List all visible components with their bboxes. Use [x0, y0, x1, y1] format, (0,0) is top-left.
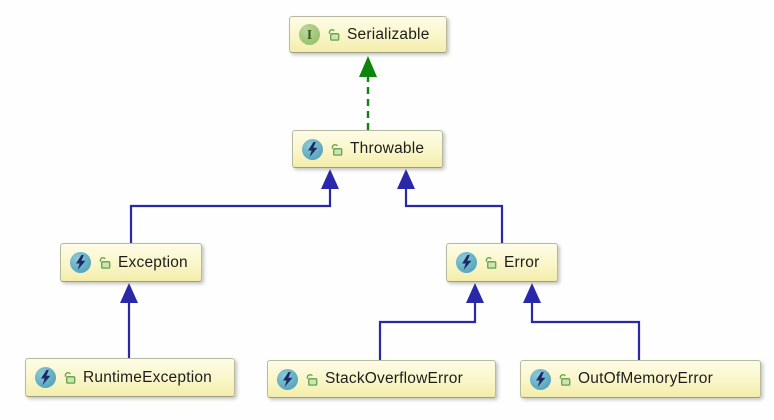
exception-class-icon — [456, 252, 477, 273]
exception-class-icon — [530, 368, 551, 390]
class-name-label: Error — [504, 253, 540, 271]
class-name-label: StackOverflowError — [325, 370, 463, 387]
class-node-serializable[interactable]: I Serializable — [289, 16, 447, 53]
edge-throwable-implements-serializable[interactable] — [359, 56, 377, 130]
edge-outofmemoryerror-extends-error[interactable] — [523, 283, 641, 360]
class-node-error[interactable]: Error — [446, 243, 558, 282]
public-unlocked-padlock-icon — [559, 373, 571, 386]
exception-class-icon — [277, 368, 298, 390]
edge-exception-extends-throwable[interactable] — [129, 169, 339, 243]
public-unlocked-padlock-icon — [328, 29, 340, 41]
class-node-runtimeexception[interactable]: RuntimeException — [25, 358, 235, 397]
exception-class-icon — [302, 138, 323, 160]
interface-icon: I — [299, 24, 320, 45]
class-name-label: Serializable — [347, 25, 430, 43]
public-unlocked-padlock-icon — [306, 373, 318, 386]
exception-class-icon — [35, 367, 56, 388]
exception-class-icon — [70, 252, 91, 273]
public-unlocked-padlock-icon — [64, 372, 76, 384]
class-name-label: OutOfMemoryError — [578, 370, 713, 387]
class-node-throwable[interactable]: Throwable — [292, 130, 443, 168]
class-node-outofmemoryerror[interactable]: OutOfMemoryError — [520, 360, 761, 398]
public-unlocked-padlock-icon — [99, 257, 111, 269]
public-unlocked-padlock-icon — [485, 257, 497, 269]
edge-runtimeexception-extends-exception[interactable] — [120, 283, 138, 358]
interface-icon-glyph: I — [306, 26, 313, 42]
class-name-label: RuntimeException — [83, 368, 212, 386]
class-name-label: Exception — [118, 253, 188, 271]
edge-error-extends-throwable[interactable] — [397, 169, 504, 243]
edge-stackoverflowerror-extends-error[interactable] — [378, 283, 484, 360]
public-unlocked-padlock-icon — [331, 143, 343, 156]
class-node-exception[interactable]: Exception — [60, 243, 202, 282]
class-name-label: Throwable — [350, 140, 425, 157]
class-node-stackoverflowerror[interactable]: StackOverflowError — [267, 360, 496, 398]
